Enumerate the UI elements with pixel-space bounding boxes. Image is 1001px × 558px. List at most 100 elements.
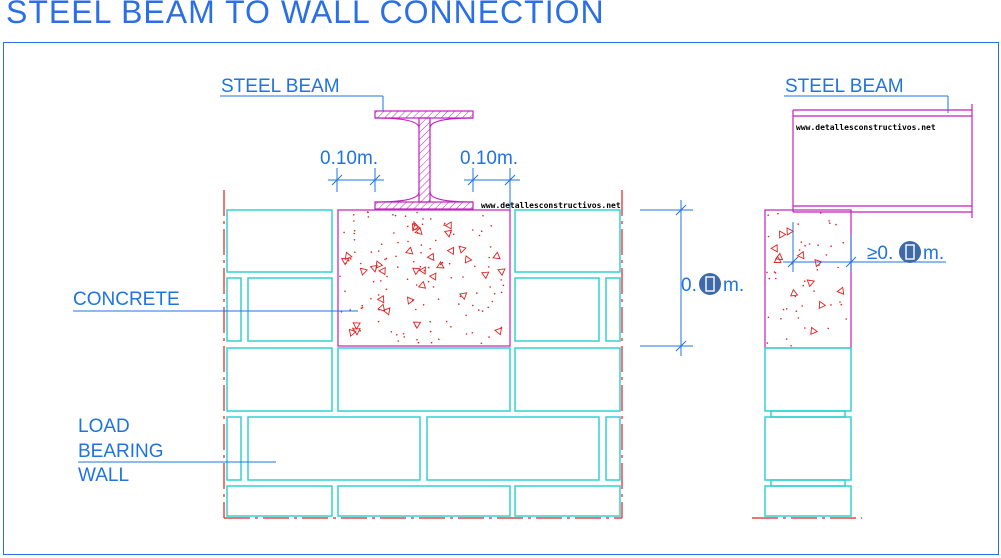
concrete-speck	[775, 277, 777, 280]
concrete-speck	[840, 303, 843, 306]
concrete-aggregate	[412, 321, 422, 330]
concrete-speck	[500, 279, 503, 281]
concrete-aggregate	[405, 246, 414, 255]
concrete-speck	[377, 294, 380, 296]
concrete-speck	[367, 216, 370, 218]
concrete-speck	[395, 255, 397, 258]
concrete-speck	[372, 280, 375, 283]
concrete-speck	[500, 326, 503, 329]
concrete-speck	[766, 271, 768, 274]
concrete-speck	[421, 223, 424, 226]
steel-beam-label-right: STEEL BEAM	[785, 76, 904, 97]
bearing-length-prefix: ≥0.	[867, 243, 893, 264]
concrete-speck	[352, 214, 355, 216]
concrete-aggregate	[836, 286, 845, 295]
concrete-speck	[432, 286, 435, 288]
concrete-speck	[343, 231, 345, 234]
concrete-speck	[394, 214, 397, 217]
concrete-speck	[450, 277, 453, 279]
concrete-speck	[808, 243, 811, 245]
concrete-speck	[818, 264, 820, 266]
concrete-aggregate	[406, 296, 415, 305]
concrete-speck	[830, 304, 832, 306]
wall-label-line-3: WALL	[78, 465, 129, 486]
concrete-speck	[790, 345, 792, 347]
concrete-speck	[422, 304, 425, 306]
concrete-speck	[842, 241, 845, 244]
concrete-speck	[459, 295, 462, 298]
right-wall	[752, 209, 862, 519]
concrete-aggregate	[348, 328, 357, 338]
concrete-aggregate	[810, 326, 819, 336]
concrete-speck	[827, 327, 829, 330]
concrete-aggregate	[378, 266, 386, 276]
concrete-speck	[462, 276, 464, 278]
concrete-aggregate	[352, 328, 361, 336]
concrete-speck	[452, 233, 455, 236]
concrete-speck	[420, 252, 422, 254]
concrete-aggregate	[436, 260, 445, 269]
watermark-right: www.detallesconstructivos.net	[796, 122, 936, 132]
concrete-aggregate	[497, 268, 506, 277]
concrete-speck	[430, 218, 432, 220]
concrete-speck	[795, 310, 798, 313]
concrete-speck	[487, 306, 490, 309]
concrete-speck	[472, 229, 474, 231]
concrete-speck	[416, 211, 418, 214]
concrete-aggregate	[411, 222, 420, 232]
concrete-speck	[413, 222, 415, 225]
concrete-speck	[449, 231, 452, 234]
concrete-speck	[407, 240, 409, 243]
concrete-aggregate	[446, 246, 455, 256]
badge-glyph	[705, 276, 715, 292]
concrete-aggregate	[818, 300, 827, 310]
concrete-speck	[417, 341, 420, 344]
concrete-aggregate	[417, 280, 427, 289]
concrete-speck	[472, 304, 474, 307]
wall-label-line-1: LOAD	[78, 416, 130, 437]
concrete-speck	[414, 325, 417, 327]
concrete-speck	[385, 288, 388, 291]
badge-glyph	[905, 244, 915, 260]
concrete-aggregate	[480, 271, 490, 280]
concrete-speck	[437, 298, 440, 301]
concrete-aggregate	[418, 266, 426, 275]
left-clearance-dim: 0.10m.	[320, 148, 378, 169]
concrete-speck	[782, 308, 785, 311]
concrete-aggregate	[464, 255, 473, 264]
right-beam-section	[784, 95, 973, 218]
concrete-aggregate	[382, 307, 391, 316]
concrete-speck	[354, 251, 356, 254]
concrete-speck	[352, 327, 354, 330]
concrete-speck	[450, 326, 452, 328]
concrete-aggregate	[779, 230, 787, 239]
concrete-speck	[837, 266, 839, 269]
concrete-speck	[397, 241, 399, 244]
concrete-speck	[359, 329, 362, 332]
concrete-speck	[802, 284, 805, 287]
concrete-speck	[458, 303, 460, 305]
concrete-aggregate	[412, 267, 421, 276]
concrete-speck	[419, 265, 422, 268]
concrete-speck	[344, 290, 346, 293]
concrete-speck	[804, 327, 806, 329]
concrete-speck	[429, 320, 432, 323]
concrete-speck	[829, 222, 831, 224]
concrete-aggregate	[428, 272, 437, 281]
page-title: STEEL BEAM TO WALL CONNECTION	[6, 0, 605, 30]
concrete-speck	[488, 336, 490, 338]
concrete-speck	[830, 245, 832, 247]
concrete-speck	[438, 338, 440, 341]
concrete-aggregate	[426, 252, 435, 262]
concrete-speck	[397, 266, 399, 268]
concrete-speck	[773, 271, 776, 273]
concrete-aggregate	[806, 279, 816, 288]
concrete-speck	[347, 259, 350, 262]
clearance-dims	[328, 168, 520, 210]
concrete-speck	[804, 244, 806, 247]
concrete-speck	[384, 258, 386, 261]
concrete-speck	[839, 301, 841, 303]
concrete-speck	[416, 338, 418, 341]
concrete-aggregate	[359, 267, 369, 276]
concrete-speck	[441, 261, 444, 264]
